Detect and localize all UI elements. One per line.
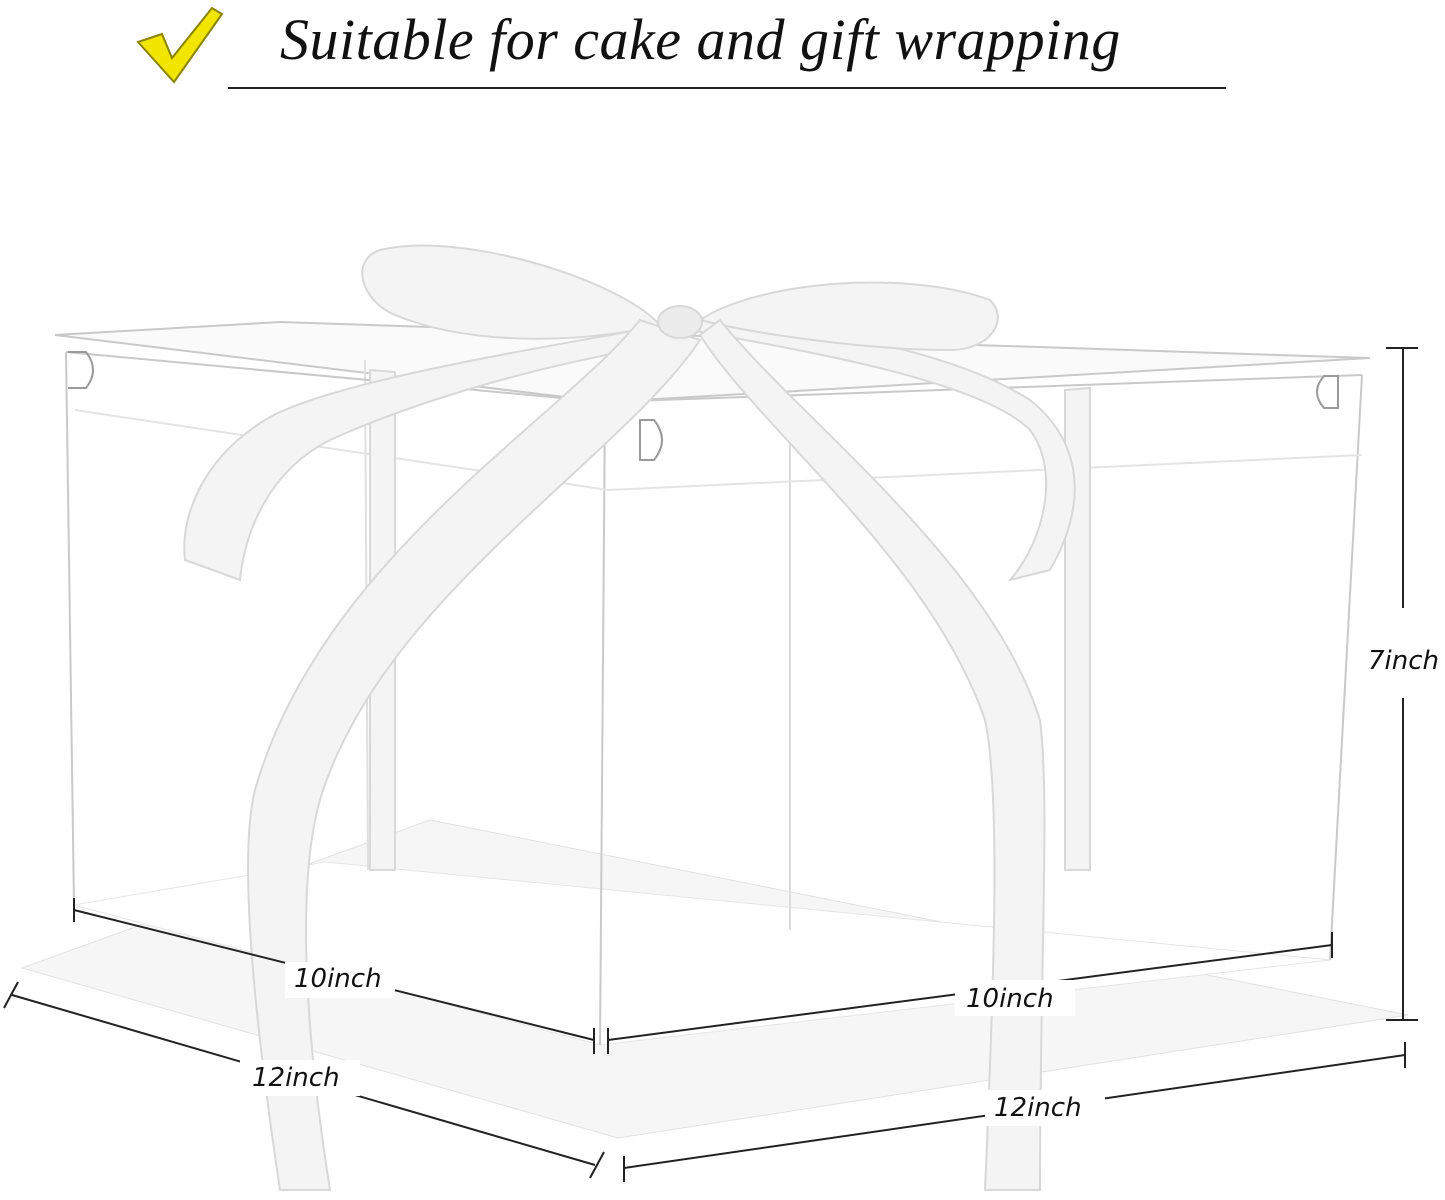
- base-board: [20, 819, 1409, 1139]
- height-label: 7inch: [1368, 646, 1440, 676]
- label-backgrounds: [240, 608, 1445, 1126]
- ribbon-bow-icon: [183, 244, 1091, 1191]
- base-depth-label: 12inch: [994, 1093, 1082, 1123]
- inner-width-label: 10inch: [294, 964, 382, 994]
- box-tabs: [68, 351, 1339, 461]
- base-width-label: 12inch: [252, 1063, 340, 1093]
- checkmark-icon: [136, 6, 224, 84]
- page-title: Suitable for cake and gift wrapping: [280, 7, 1121, 72]
- inner-depth-label: 10inch: [966, 984, 1054, 1014]
